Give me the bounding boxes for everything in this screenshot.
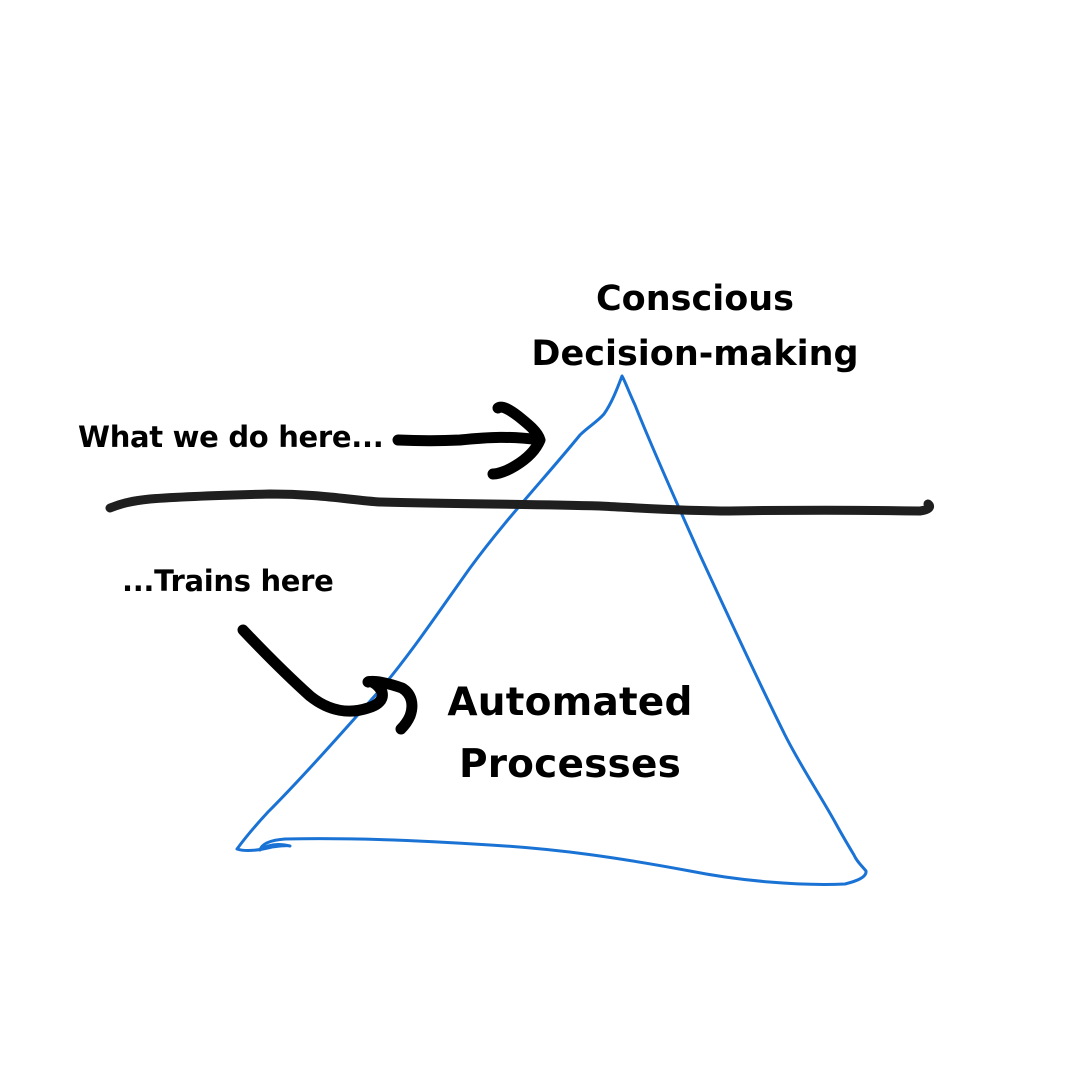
arrow-to-conscious xyxy=(392,401,546,480)
conscious-decision-label: Conscious Decision-making xyxy=(520,272,870,382)
conscious-label-line2: Decision-making xyxy=(531,334,859,374)
automated-label-line1: Automated xyxy=(447,680,693,725)
what-we-do-here-label: What we do here... xyxy=(78,420,384,454)
automated-label-line2: Processes xyxy=(458,742,682,787)
waterline-divider xyxy=(105,489,934,516)
trains-here-label: ...Trains here xyxy=(122,564,334,598)
arrow-to-automated xyxy=(237,624,418,735)
conscious-label-line1: Conscious xyxy=(595,279,795,319)
automated-processes-label: Automated Processes xyxy=(420,672,720,796)
iceberg-triangle-outline xyxy=(235,374,868,886)
